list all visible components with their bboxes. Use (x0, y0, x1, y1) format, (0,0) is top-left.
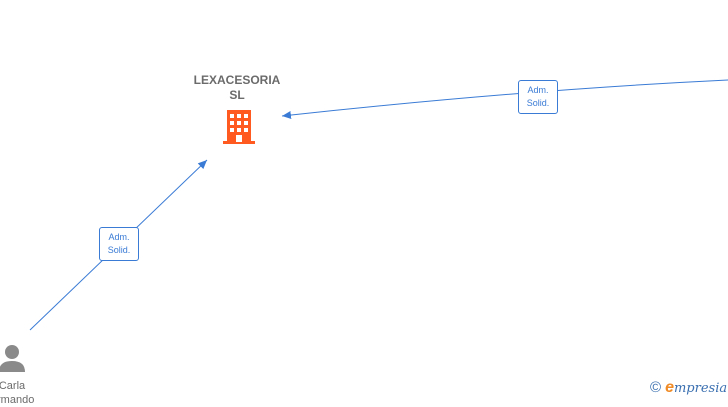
role-badge-line2: Solid. (526, 98, 550, 108)
brand-name: mpresia (673, 381, 728, 396)
role-badge-line2: Solid. (107, 245, 131, 255)
role-badge-person[interactable]: Adm. Solid. (99, 227, 139, 261)
company-name-line2: SL (229, 88, 245, 102)
role-badge-right[interactable]: Adm. Solid. (518, 80, 558, 114)
person-name[interactable]: Carla Armando (0, 379, 42, 407)
person-name-line2: Armando (0, 394, 35, 406)
empresia-watermark: ©empresia (650, 379, 727, 399)
brand-initial: e (665, 379, 674, 396)
building-icon[interactable] (223, 110, 255, 144)
edge-line-right (281, 79, 728, 119)
company-name-line1: LEXACESORIA (193, 73, 281, 87)
role-badge-line1: Adm. (108, 232, 130, 242)
role-badge-line1: Adm. (527, 85, 549, 95)
copyright-symbol: © (650, 379, 662, 396)
person-icon[interactable] (0, 345, 25, 372)
company-name[interactable]: LEXACESORIA SL (187, 73, 287, 103)
person-name-line1: Carla (0, 380, 26, 392)
